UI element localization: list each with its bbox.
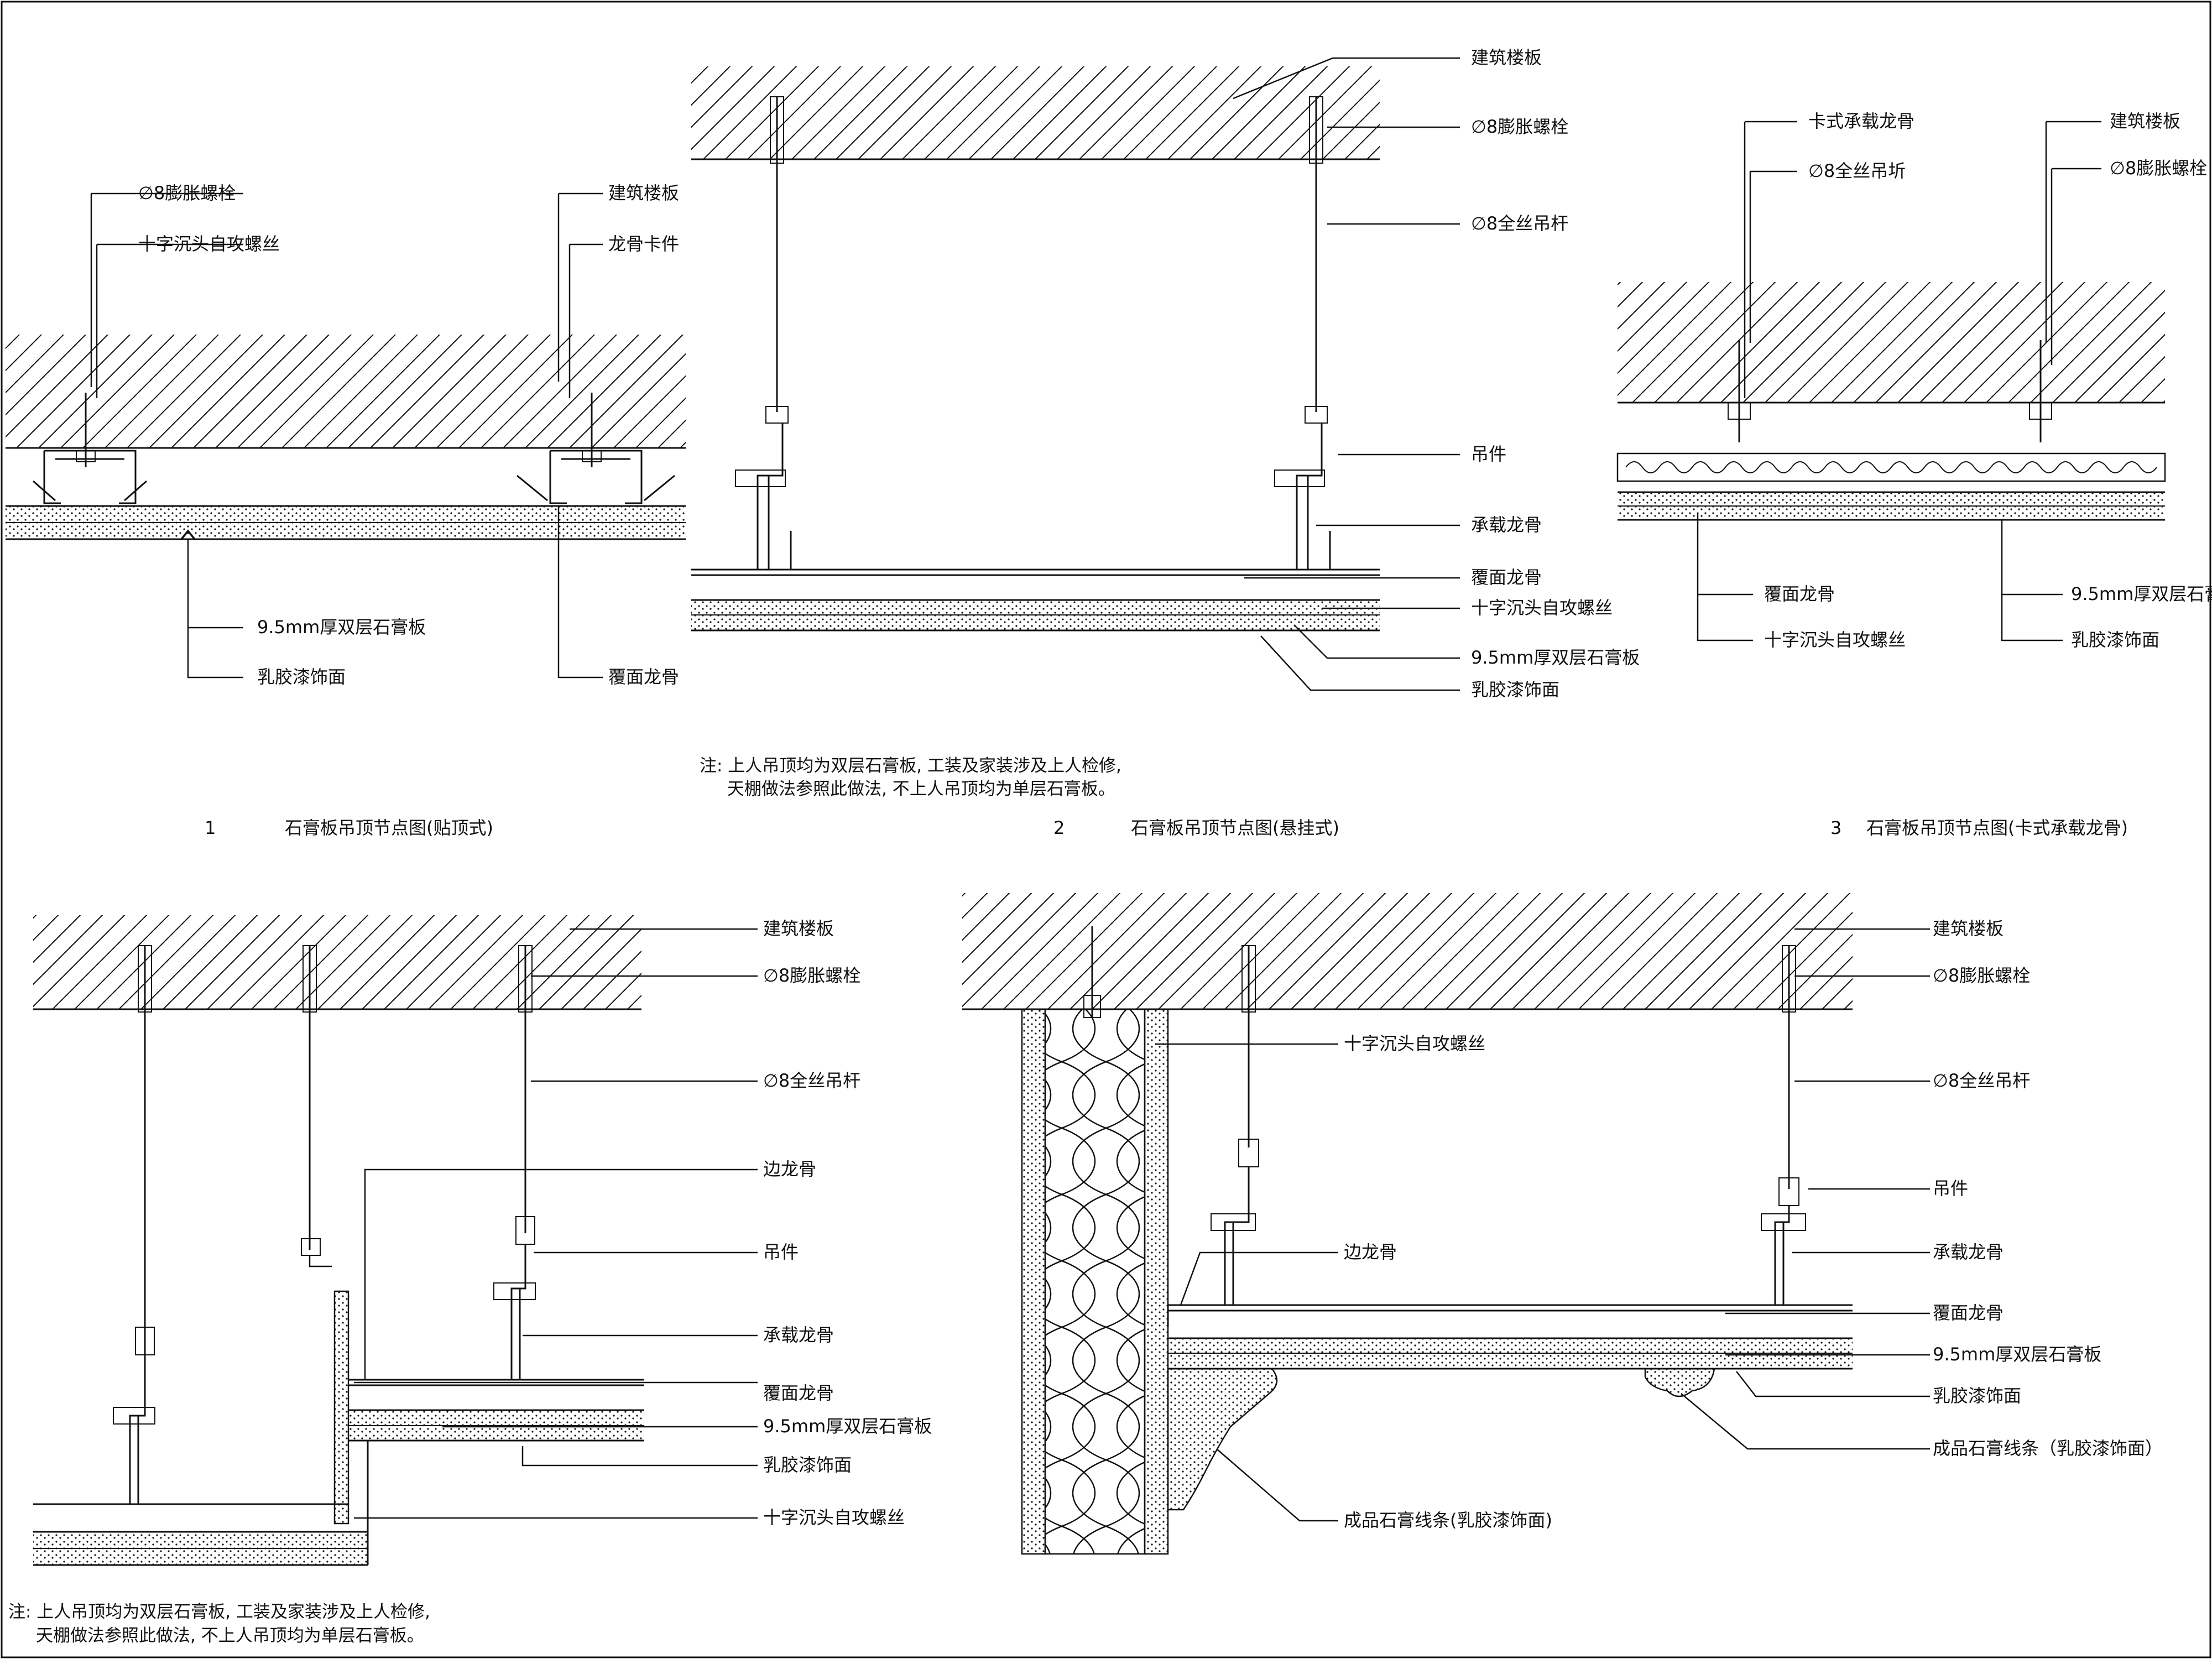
- detail-1-attached-ceiling: ∅8膨胀螺栓 十字沉头自攻螺丝 建筑楼板 龙骨卡件 9.5mm厚双层石膏板 乳胶…: [6, 182, 686, 687]
- floor-slab: [691, 66, 1380, 159]
- floor-slab: [6, 335, 686, 448]
- label-expansion-bolt: ∅8膨胀螺栓: [1471, 116, 1568, 137]
- label-latex-paint: 乳胶漆饰面: [763, 1454, 852, 1475]
- label-card-keel: 卡式承载龙骨: [1808, 111, 1914, 132]
- label-threaded-rod: ∅8全丝吊杆: [1933, 1070, 2030, 1091]
- note-bottom-line-2: 天棚做法参照此做法, 不上人吊顶均为单层石膏板。: [36, 1626, 424, 1646]
- note-bottom-line-1: 注: 上人吊顶均为双层石膏板, 工装及家装涉及上人检修,: [8, 1602, 430, 1622]
- label-latex-paint: 乳胶漆饰面: [257, 666, 346, 687]
- wall-insulation: [1044, 1008, 1146, 1555]
- label-gypsum-board: 9.5mm厚双层石膏板: [2071, 583, 2212, 604]
- gypsum-molding-left: [1167, 1368, 1277, 1511]
- label-floor-slab: 建筑楼板: [763, 918, 834, 939]
- caption-3-number: 3: [1830, 817, 1841, 838]
- label-edge-keel: 边龙骨: [763, 1159, 816, 1180]
- label-gypsum-board: 9.5mm厚双层石膏板: [257, 617, 426, 638]
- label-expansion-bolt: ∅8膨胀螺栓: [2110, 158, 2207, 179]
- label-cover-keel: 覆面龙骨: [1764, 583, 1835, 604]
- gypsum-molding-right: [1644, 1368, 1715, 1397]
- label-gypsum-board: 9.5mm厚双层石膏板: [1471, 647, 1640, 668]
- caption-2-title: 石膏板吊顶节点图(悬挂式): [1131, 817, 1339, 838]
- detail-5-wall-junction-ceiling: 十字沉头自攻螺丝 建筑楼板 ∅8膨胀螺栓 ∅8全丝吊杆 吊件 边龙骨 承载龙骨 …: [962, 893, 2163, 1555]
- label-latex-paint: 乳胶漆饰面: [1933, 1385, 2021, 1406]
- label-hanger: 吊件: [763, 1241, 799, 1262]
- edge-board-vertical: [333, 1290, 349, 1525]
- label-cover-keel: 覆面龙骨: [1471, 567, 1542, 588]
- label-gypsum-board: 9.5mm厚双层石膏板: [1933, 1344, 2101, 1365]
- label-main-keel: 承载龙骨: [1933, 1241, 2004, 1262]
- label-gypsum-molding-right: 成品石膏线条（乳胶漆饰面）: [1933, 1438, 2163, 1459]
- label-countersunk-screw: 十字沉头自攻螺丝: [1471, 597, 1613, 618]
- caption-1-title: 石膏板吊顶节点图(贴顶式): [285, 817, 493, 838]
- label-countersunk-screw: 十字沉头自攻螺丝: [1344, 1033, 1485, 1054]
- label-countersunk-screw: 十字沉头自攻螺丝: [763, 1507, 905, 1528]
- wall-board-left: [1021, 1008, 1046, 1555]
- label-threaded-rod: ∅8全丝吊圻: [1808, 160, 1906, 181]
- label-floor-slab: 建筑楼板: [1471, 47, 1542, 68]
- label-cover-keel: 覆面龙骨: [763, 1383, 834, 1404]
- label-floor-slab: 建筑楼板: [608, 182, 679, 204]
- caption-2-number: 2: [1053, 817, 1065, 838]
- floor-slab: [962, 893, 1853, 1009]
- note-top-line-1: 注: 上人吊顶均为双层石膏板, 工装及家装涉及上人检修,: [700, 756, 1121, 776]
- label-expansion-bolt: ∅8膨胀螺栓: [138, 182, 236, 204]
- label-hanger: 吊件: [1471, 444, 1506, 465]
- caption-3-title: 石膏板吊顶节点图(卡式承载龙骨): [1866, 817, 2128, 838]
- caption-1-number: 1: [205, 817, 216, 838]
- detail-3-card-keel-ceiling: 卡式承载龙骨 ∅8全丝吊圻 建筑楼板 ∅8膨胀螺栓 覆面龙骨 十字沉头自攻螺丝 …: [1616, 111, 2212, 650]
- label-threaded-rod: ∅8全丝吊杆: [1471, 213, 1568, 234]
- label-cover-keel: 覆面龙骨: [1933, 1302, 2004, 1323]
- label-latex-paint: 乳胶漆饰面: [2071, 629, 2159, 650]
- label-cover-keel: 覆面龙骨: [608, 666, 679, 687]
- wall-board-right: [1144, 1008, 1169, 1555]
- detail-4-stepped-ceiling: 建筑楼板 ∅8膨胀螺栓 ∅8全丝吊杆 边龙骨 吊件 承载龙骨 覆面龙骨 9.5m…: [33, 915, 932, 1566]
- label-expansion-bolt: ∅8膨胀螺栓: [1933, 965, 2030, 986]
- label-threaded-rod: ∅8全丝吊杆: [763, 1070, 860, 1091]
- label-expansion-bolt: ∅8膨胀螺栓: [763, 965, 860, 986]
- label-hanger: 吊件: [1933, 1178, 1968, 1199]
- label-edge-keel: 边龙骨: [1344, 1241, 1397, 1262]
- label-countersunk-screw: 十字沉头自攻螺丝: [138, 233, 280, 254]
- detail-2-suspended-ceiling: 建筑楼板 ∅8膨胀螺栓 ∅8全丝吊杆 吊件 承载龙骨 覆面龙骨 十字沉头自攻螺丝…: [691, 47, 1640, 700]
- label-main-keel: 承载龙骨: [763, 1324, 834, 1345]
- label-main-keel: 承载龙骨: [1471, 514, 1542, 535]
- label-gypsum-board: 9.5mm厚双层石膏板: [763, 1416, 932, 1437]
- label-latex-paint: 乳胶漆饰面: [1471, 679, 1559, 700]
- note-top-line-2: 天棚做法参照此做法, 不上人吊顶均为单层石膏板。: [727, 779, 1115, 799]
- label-floor-slab: 建筑楼板: [1933, 918, 2004, 939]
- label-floor-slab: 建筑楼板: [2110, 111, 2180, 132]
- label-keel-clip: 龙骨卡件: [608, 233, 679, 254]
- floor-slab: [33, 915, 641, 1009]
- label-gypsum-molding-left: 成品石膏线条(乳胶漆饰面): [1344, 1510, 1552, 1531]
- label-countersunk-screw: 十字沉头自攻螺丝: [1764, 629, 1906, 650]
- card-keel: [1616, 452, 2166, 482]
- floor-slab: [1618, 282, 2165, 403]
